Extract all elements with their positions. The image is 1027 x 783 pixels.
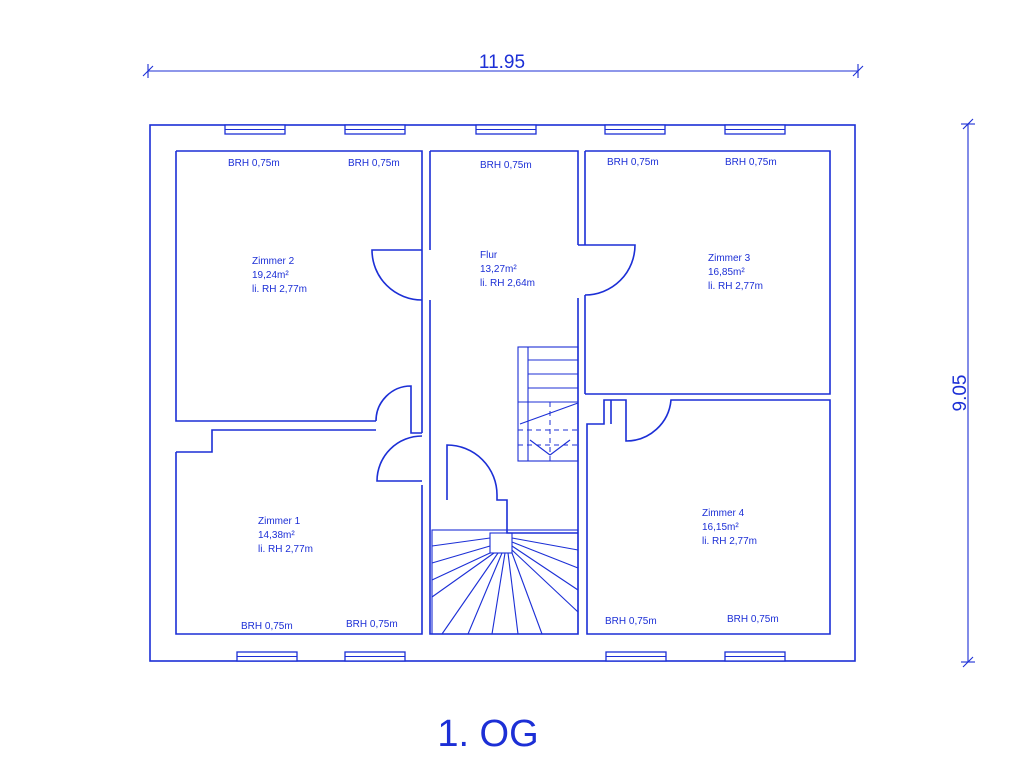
room-flur: Flur 13,27m² li. RH 2,64m	[429, 150, 636, 635]
zimmer-4-name: Zimmer 4	[702, 508, 745, 519]
flur-door-swing-right	[584, 244, 636, 296]
stair-tread	[431, 545, 491, 564]
zimmer-2-walls	[175, 150, 423, 433]
stair-arrow	[529, 439, 551, 456]
stair-arrow	[549, 439, 571, 456]
zimmer-1-area: 14,38m²	[258, 530, 295, 541]
width-dimension-label: 11.95	[479, 52, 525, 73]
zimmer-2-height: li. RH 2,77m	[252, 284, 307, 295]
stair-cut-line	[519, 402, 579, 425]
stair-upper	[517, 346, 579, 462]
brh-labels: BRH 0,75m BRH 0,75m BRH 0,75m BRH 0,75m …	[228, 157, 779, 632]
stair-tread	[507, 552, 519, 635]
zimmer-2-door-swing	[371, 249, 423, 301]
stair-tread	[511, 552, 543, 635]
width-dimension-slash-right	[852, 65, 864, 77]
brh-label: BRH 0,75m	[607, 157, 659, 168]
brh-label: BRH 0,75m	[346, 619, 398, 630]
zimmer-3-area: 16,85m²	[708, 267, 745, 278]
flur-inner-door	[429, 444, 578, 534]
zimmer-3-height: li. RH 2,77m	[708, 281, 763, 292]
zimmer-1-walls	[175, 429, 423, 635]
brh-label: BRH 0,75m	[348, 158, 400, 169]
zimmer-2-area: 19,24m²	[252, 270, 289, 281]
room-zimmer-4: Zimmer 4 16,15m² li. RH 2,77m	[586, 399, 831, 635]
zimmer-4-walls	[586, 399, 831, 635]
zimmer-1-name: Zimmer 1	[258, 516, 301, 527]
room-zimmer-3: Zimmer 3 16,85m² li. RH 2,77m	[584, 150, 831, 395]
brh-label: BRH 0,75m	[727, 614, 779, 625]
zimmer-1-door-swing	[376, 435, 423, 482]
stair-tread	[467, 552, 503, 635]
brh-label: BRH 0,75m	[241, 621, 293, 632]
stair-upper-outline	[517, 346, 579, 462]
stair-lower-outline	[431, 529, 579, 635]
zimmer-3-name: Zimmer 3	[708, 253, 751, 264]
stair-lower-newel	[489, 532, 513, 554]
stair-tread	[491, 552, 506, 635]
height-dimension-slash-top	[962, 118, 974, 130]
brh-label: BRH 0,75m	[480, 160, 532, 171]
flur-inner-door-swing	[429, 444, 578, 534]
room-zimmer-2: Zimmer 2 19,24m² li. RH 2,77m	[175, 150, 423, 433]
flur-name: Flur	[480, 250, 498, 261]
outer-wall	[149, 124, 856, 662]
room-zimmer-1: Zimmer 1 14,38m² li. RH 2,77m	[175, 385, 423, 635]
stair-tread	[431, 552, 491, 581]
zimmer-2-small-door-swing	[375, 385, 422, 434]
stair-tread	[441, 552, 499, 635]
flur-height: li. RH 2,64m	[480, 278, 535, 289]
stair-tread	[431, 552, 495, 598]
brh-label: BRH 0,75m	[725, 157, 777, 168]
height-dimension-slash-bottom	[962, 656, 974, 668]
height-dimension-label: 9.05	[950, 375, 971, 412]
windows-bottom	[236, 651, 786, 662]
windows-top	[224, 124, 786, 135]
width-dimension: 11.95	[142, 52, 864, 78]
width-dimension-slash-left	[142, 65, 154, 77]
stair-tread	[511, 545, 579, 591]
flur-walls	[429, 150, 585, 635]
flur-area: 13,27m²	[480, 264, 517, 275]
height-dimension: 9.05	[950, 118, 975, 668]
brh-label: BRH 0,75m	[228, 158, 280, 169]
stair-tread	[511, 537, 579, 551]
stair-tread	[511, 549, 579, 613]
zimmer-4-height: li. RH 2,77m	[702, 536, 757, 547]
zimmer-2-name: Zimmer 2	[252, 256, 295, 267]
stair-tread	[511, 541, 579, 569]
stair-lower	[431, 529, 579, 635]
zimmer-1-height: li. RH 2,77m	[258, 544, 313, 555]
brh-label: BRH 0,75m	[605, 616, 657, 627]
zimmer-4-area: 16,15m²	[702, 522, 739, 533]
floor-label: 1. OG	[437, 713, 538, 755]
stair-tread	[431, 537, 491, 547]
zimmer-3-walls	[584, 150, 831, 395]
